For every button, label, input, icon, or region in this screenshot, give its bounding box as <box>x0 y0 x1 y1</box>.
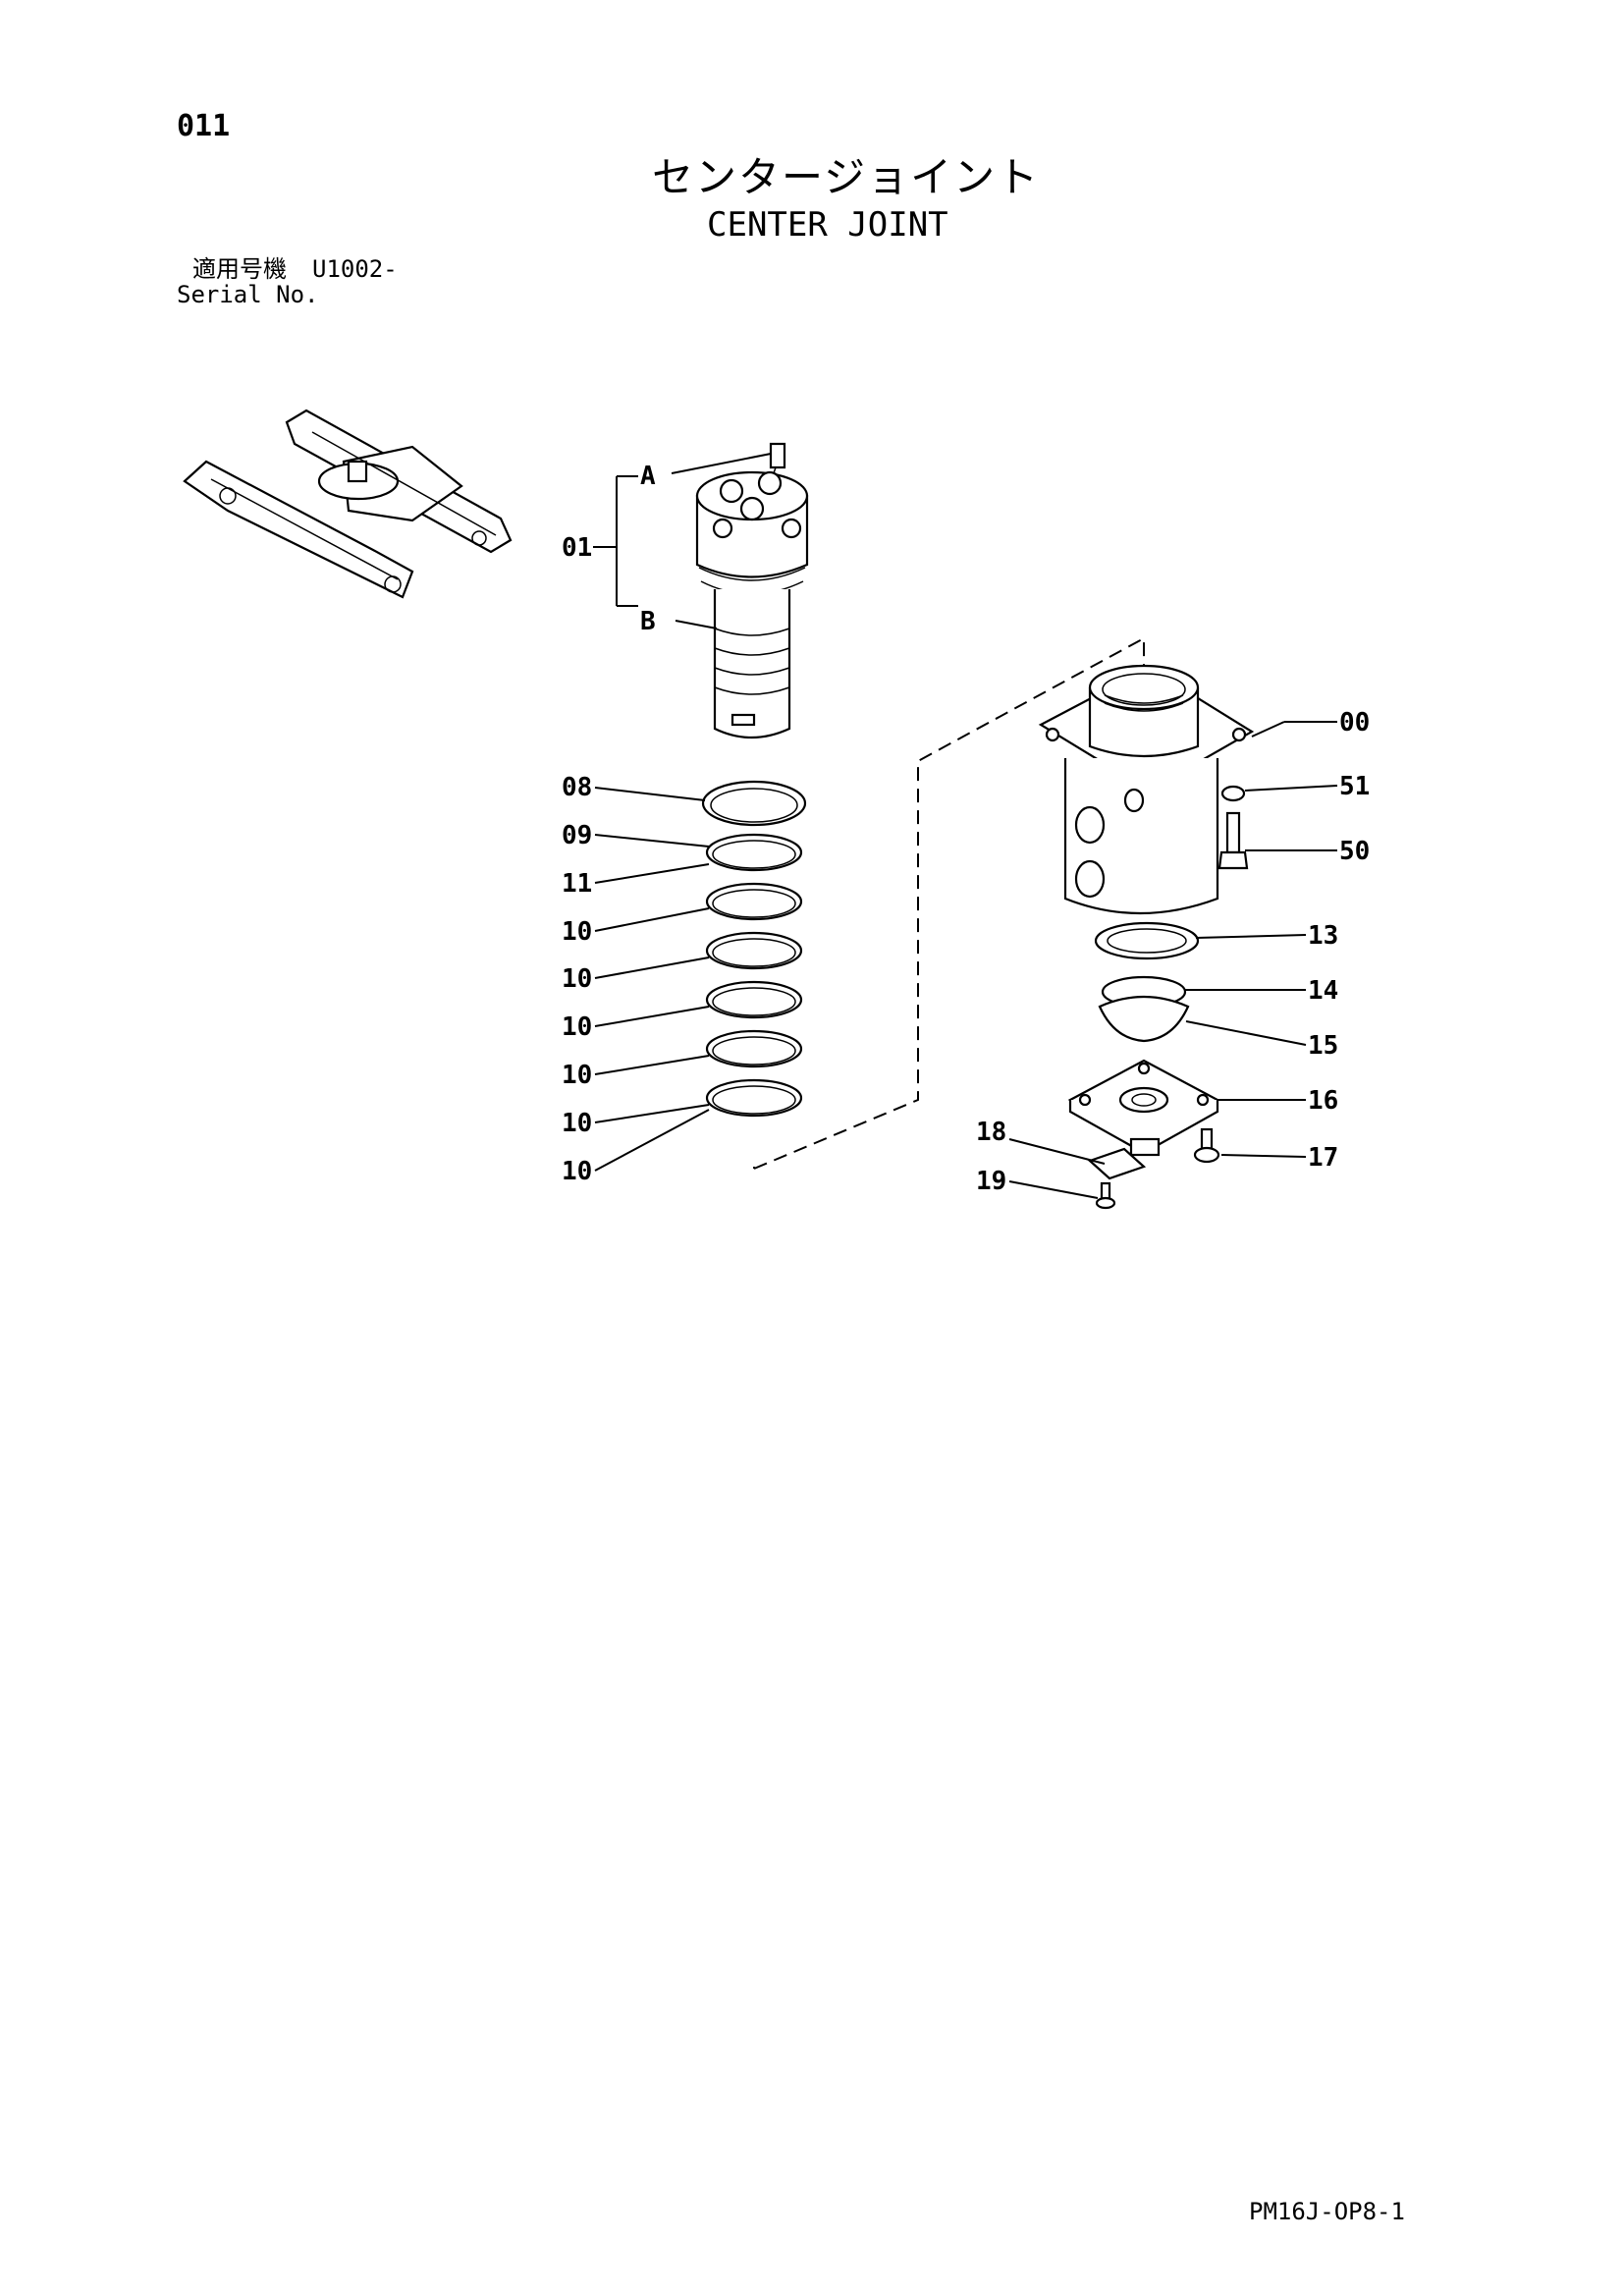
document-code: PM16J-OP8-1 <box>1249 2198 1405 2225</box>
serial-label: Serial No. <box>177 281 319 308</box>
callout-09: 09 <box>562 821 592 850</box>
callout-14: 14 <box>1308 976 1338 1006</box>
spindle-part-01 <box>695 442 809 739</box>
callout-00: 00 <box>1339 708 1370 738</box>
page-title: CENTER JOINT <box>707 205 948 245</box>
callout-19: 19 <box>976 1167 1006 1196</box>
callout-10: 10 <box>562 1061 592 1090</box>
page-number: 011 <box>177 109 231 143</box>
seal-part-13 <box>1094 921 1200 960</box>
page-title-japanese: センタージョイント <box>652 153 1041 201</box>
washer-part-51 <box>1220 785 1246 802</box>
body-part-00 <box>1038 664 1255 915</box>
callout-10: 10 <box>562 1157 592 1186</box>
callout-08: 08 <box>562 773 592 802</box>
assembly-dashed-line <box>753 636 1145 1170</box>
cover-part-15 <box>1098 995 1190 1043</box>
callout-11: 11 <box>562 869 592 899</box>
callout-B: B <box>640 607 656 636</box>
plate-part-18 <box>1087 1147 1147 1180</box>
serial-number-value: U1002- <box>312 255 398 283</box>
callout-15: 15 <box>1308 1031 1338 1061</box>
callout-17: 17 <box>1308 1143 1338 1173</box>
serial-label-japanese: 適用号機 <box>192 255 287 283</box>
callout-10: 10 <box>562 917 592 947</box>
undercarriage-location-illustration <box>183 409 513 599</box>
callout-01: 01 <box>562 533 592 563</box>
callout-leader-lines <box>593 453 1338 1199</box>
callout-10: 10 <box>562 1109 592 1138</box>
cover-part-16 <box>1067 1059 1220 1157</box>
bolt-part-50 <box>1217 811 1249 870</box>
callout-51: 51 <box>1339 772 1370 801</box>
callout-16: 16 <box>1308 1086 1338 1116</box>
callout-10: 10 <box>562 1012 592 1042</box>
callout-A: A <box>640 462 656 491</box>
callout-13: 13 <box>1308 921 1338 951</box>
screw-part-19 <box>1095 1181 1116 1210</box>
bolt-part-17 <box>1193 1127 1220 1164</box>
callout-10: 10 <box>562 964 592 994</box>
callout-18: 18 <box>976 1118 1006 1147</box>
seal-rings-stack <box>701 780 807 1118</box>
callout-50: 50 <box>1339 837 1370 866</box>
